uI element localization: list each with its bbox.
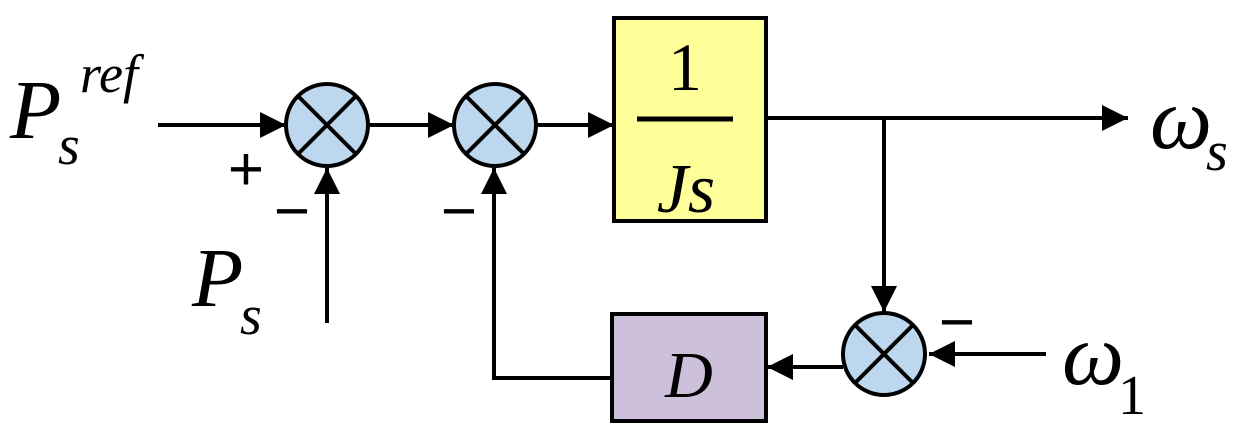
sign-minus-sum2: −: [441, 177, 477, 246]
inertia-numerator: 1: [668, 29, 702, 105]
label-ps: P: [191, 232, 243, 325]
label-ps-ref: P: [9, 64, 61, 157]
sign-minus-sum1: −: [274, 177, 310, 246]
damping-label: D: [664, 339, 713, 412]
summing-junction-2: [452, 82, 538, 168]
label-omega-1: ω: [1062, 307, 1124, 404]
label-omega-s: ω: [1150, 71, 1212, 168]
label-omega-1-sub: 1: [1118, 365, 1146, 427]
sign-plus-sum1: +: [228, 135, 264, 204]
damping-block: D: [610, 312, 768, 423]
wire-damping-feedback: [481, 168, 612, 380]
label-ps-ref-sup: ref: [80, 44, 145, 104]
label-ps-sub: s: [240, 285, 262, 347]
inertia-block: 1 Js: [612, 16, 768, 228]
label-omega-s-sub: s: [1206, 121, 1228, 183]
inertia-denominator: Js: [657, 151, 715, 228]
sign-minus-sum3: −: [939, 288, 975, 357]
label-ps-ref-sub: s: [58, 115, 80, 177]
summing-junction-1: [284, 82, 370, 168]
summing-junction-3: [841, 311, 927, 397]
